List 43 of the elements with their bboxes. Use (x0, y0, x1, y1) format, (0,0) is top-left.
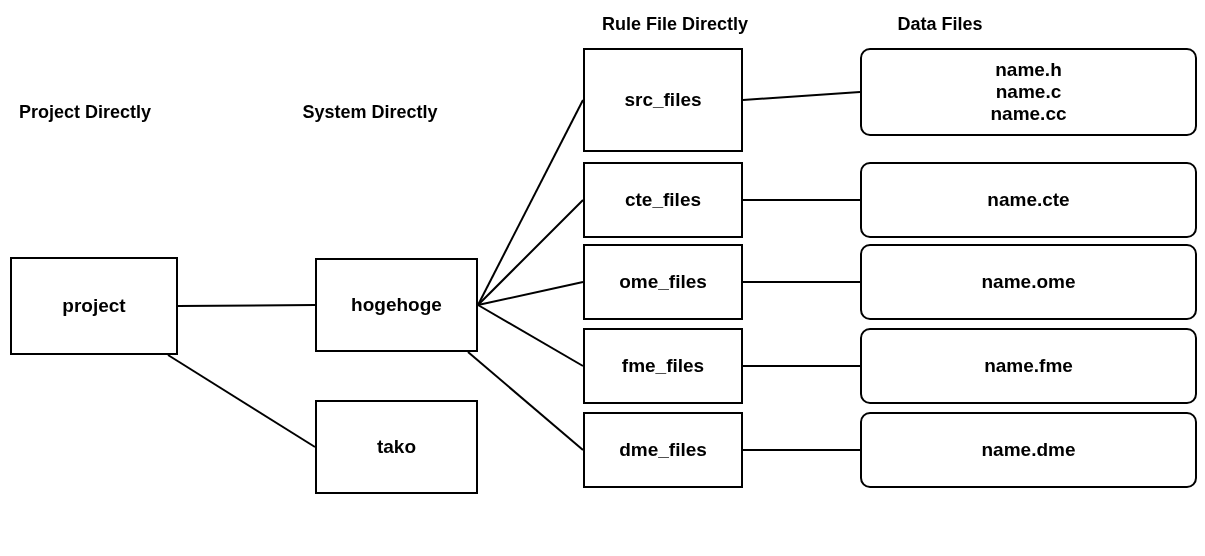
column-heading: Data Files (897, 14, 983, 35)
directory-box (583, 328, 743, 404)
directory-box (583, 162, 743, 238)
connector-line (177, 304, 316, 307)
file-box (860, 162, 1197, 238)
node-label: tako (376, 436, 417, 458)
node-label: hogehoge (351, 294, 442, 316)
directory-box (315, 400, 478, 494)
directory-box (315, 258, 478, 352)
file-box (860, 328, 1197, 404)
column-heading: Project Directly (18, 102, 152, 123)
file-box (860, 412, 1197, 488)
node-label: name.cte (987, 189, 1070, 211)
column-heading: System Directly (302, 102, 438, 123)
file-box (860, 244, 1197, 320)
connector-line (742, 199, 861, 201)
node-label: dme_files (619, 439, 707, 461)
connector-line (477, 199, 584, 306)
node-label: ome_files (619, 271, 707, 293)
connector-line (467, 351, 584, 451)
node-label: name.c (995, 81, 1062, 103)
node-label: name.ome (981, 271, 1076, 293)
directory-box (583, 412, 743, 488)
node-label: fme_files (621, 355, 705, 377)
node-label: name.dme (981, 439, 1076, 461)
node-label: cte_files (624, 189, 701, 211)
directory-box (583, 244, 743, 320)
connector-line (167, 354, 316, 448)
node-label: name.cc (990, 103, 1067, 125)
connector-line (742, 365, 861, 367)
node-label: name.h (995, 59, 1062, 81)
node-label: name.fme (984, 355, 1073, 377)
directory-box (10, 257, 178, 355)
connector-line (742, 449, 861, 451)
connector-line (477, 304, 584, 367)
directory-box (583, 48, 743, 152)
connector-line (742, 281, 861, 283)
connector-line (477, 281, 584, 306)
node-label: project (62, 295, 126, 317)
connector-line (742, 91, 861, 101)
file-box (860, 48, 1197, 136)
node-label: src_files (624, 89, 702, 111)
column-heading: Rule File Directly (601, 14, 749, 35)
